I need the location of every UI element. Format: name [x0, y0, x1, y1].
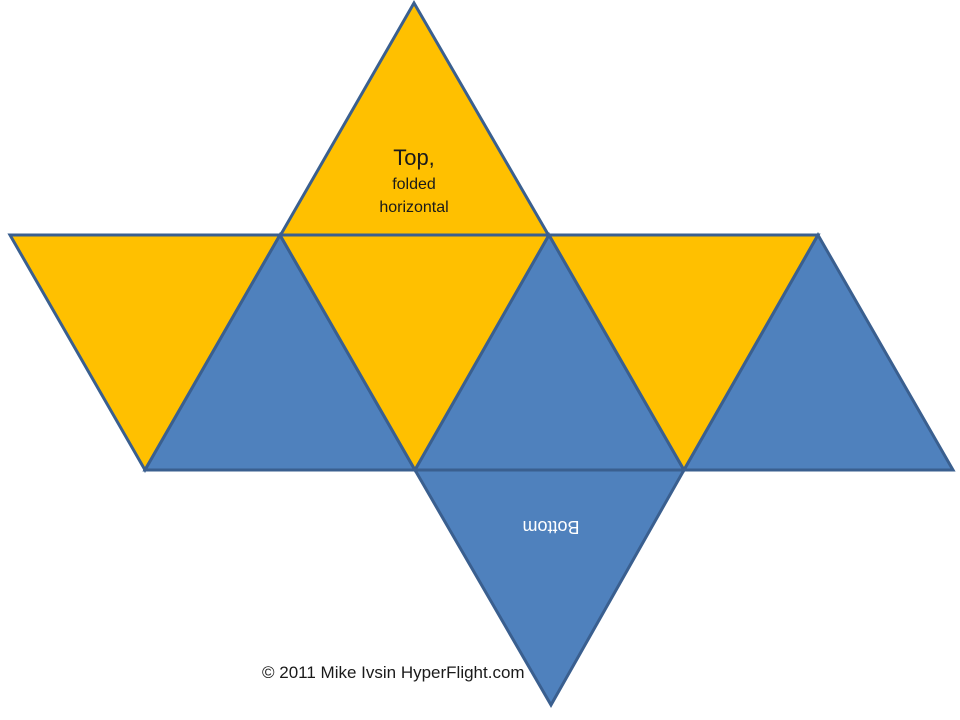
- face-right-blue: [681, 231, 956, 472]
- top-face-title: Top,: [393, 145, 435, 170]
- face-bottom: [412, 468, 687, 709]
- faces-layer: [7, 0, 956, 709]
- bottom-face-label: Bottom: [522, 517, 579, 537]
- top-face-line1: folded: [392, 176, 436, 193]
- top-face-line2: horizontal: [379, 199, 448, 216]
- copyright-text: © 2011 Mike Ivsin HyperFlight.com: [262, 663, 525, 682]
